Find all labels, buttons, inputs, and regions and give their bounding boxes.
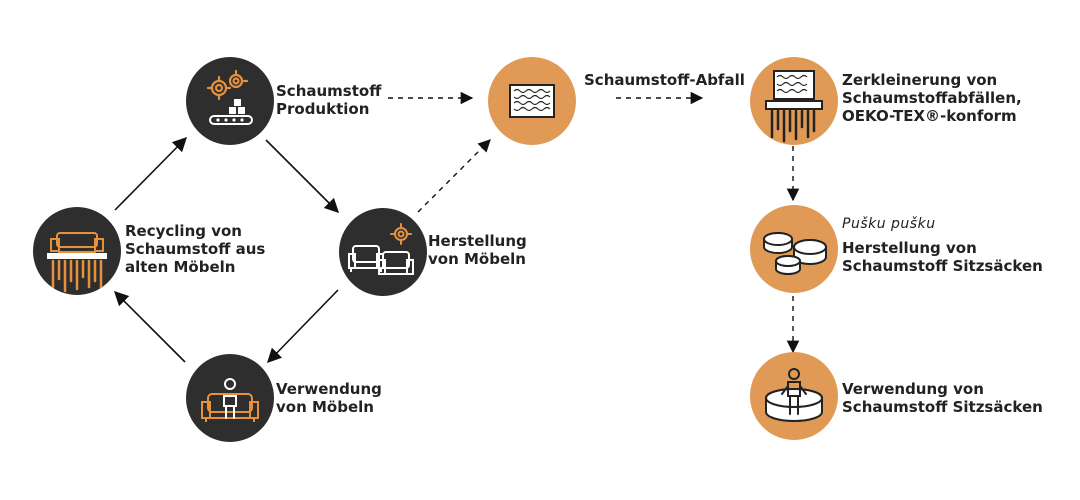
- foam-cylinders-icon: [750, 205, 838, 293]
- foam-shredder-icon: [750, 57, 838, 145]
- arrow-production-to-furniture: [265, 139, 340, 214]
- label-foam-production: Schaumstoff Produktion: [276, 82, 382, 118]
- node-foam-recycling: [33, 207, 121, 295]
- person-on-beanbag-icon: [750, 352, 838, 440]
- brand-logo-pusku-pusku: Pušku pušku: [842, 216, 936, 232]
- node-beanbag-manufacturing: [750, 205, 838, 293]
- arrow-recycling-to-production: [114, 136, 188, 211]
- gears-conveyor-icon: [186, 57, 274, 145]
- node-foam-production: [186, 57, 274, 145]
- label-furniture-manufacturing: Herstellung von Möbeln: [428, 232, 527, 268]
- node-furniture-use: [186, 354, 274, 442]
- label-beanbag-use: Verwendung von Schaumstoff Sitzsäcken: [842, 380, 1043, 416]
- sofa-gear-icon: [339, 208, 427, 296]
- arrow-furniture-to-use: [266, 289, 339, 364]
- person-on-sofa-icon: [186, 354, 274, 442]
- dashed-arrow-furniture-to-waste: [417, 139, 491, 213]
- label-foam-shredding: Zerkleinerung von Schaumstoffabfällen, O…: [842, 71, 1022, 125]
- arrow-use-to-recycling: [113, 290, 186, 363]
- label-foam-waste: Schaumstoff-Abfall: [584, 71, 745, 89]
- label-furniture-use: Verwendung von Möbeln: [276, 380, 382, 416]
- label-foam-recycling: Recycling von Schaumstoff aus alten Möbe…: [125, 222, 266, 276]
- node-furniture-manufacturing: [339, 208, 427, 296]
- foam-block-icon: [488, 57, 576, 145]
- label-beanbag-manufacturing: Herstellung von Schaumstoff Sitzsäcken: [842, 239, 1043, 275]
- shredded-sofa-icon: [33, 207, 121, 295]
- node-beanbag-use: [750, 352, 838, 440]
- node-foam-shredding: [750, 57, 838, 145]
- node-foam-waste: [488, 57, 576, 145]
